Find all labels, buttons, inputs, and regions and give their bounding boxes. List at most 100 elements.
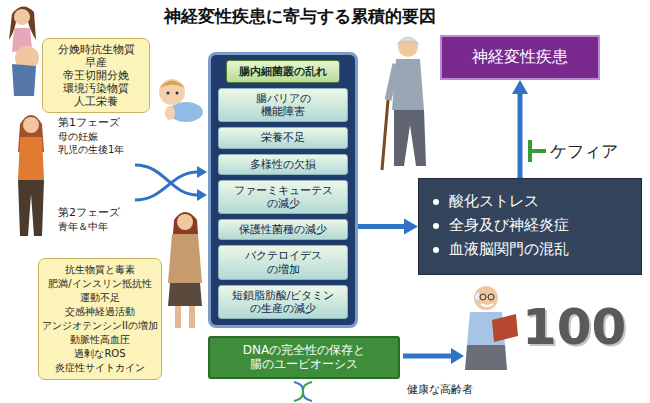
arrow-line <box>358 224 407 229</box>
head <box>159 79 185 105</box>
phase-note: 青年＆中年 <box>58 220 108 234</box>
dna-strand <box>294 382 312 401</box>
phase-arrow <box>135 172 198 200</box>
panel-heading: 腸内細菌叢の乱れ <box>226 60 340 83</box>
hair <box>474 292 480 302</box>
dysbiosis-box: ファーミキューテス の減少 <box>218 180 348 214</box>
factor-item: 交感神経過活動 <box>42 305 158 319</box>
hair <box>397 37 419 44</box>
bullet-dot <box>433 247 439 253</box>
arm <box>388 64 396 100</box>
elderly-man-with-cane <box>382 37 426 170</box>
arrow-head <box>451 348 464 364</box>
factor-item: 運動不足 <box>42 291 158 305</box>
bullet-dot <box>433 223 439 229</box>
factor-item: 帝王切開分娩 <box>46 69 146 82</box>
leg <box>175 306 181 328</box>
head <box>177 214 193 230</box>
kefir-inhibitor <box>530 140 546 162</box>
dysbiosis-box: 腸バリアの 機能障害 <box>218 88 348 122</box>
trousers <box>465 345 507 370</box>
top <box>18 137 44 180</box>
book <box>492 314 518 342</box>
factor-item: 炎症性サイトカイン <box>42 361 158 375</box>
dysbiosis-box: 短鎖脂肪酸/ビタミン の生産の減少 <box>218 285 348 319</box>
head <box>398 37 418 57</box>
arrow-head <box>404 219 418 235</box>
bullet-row: 酸化ストレス <box>433 192 631 211</box>
bullet-dot <box>433 199 439 205</box>
dysbiosis-box: バクテロイデス の増加 <box>218 245 348 279</box>
jacket <box>168 234 202 283</box>
mustache <box>481 304 493 306</box>
arrow-line <box>403 354 452 359</box>
factor-item: 早産 <box>46 56 146 69</box>
factor-item: 動脈性高血圧 <box>42 333 158 347</box>
flow-arrow <box>512 80 528 178</box>
arm <box>165 106 175 120</box>
bullet-text: 酸化ストレス <box>449 192 539 211</box>
mechanism-box: 酸化ストレス全身及び神経炎症血液脳関門の混乱 <box>418 178 642 275</box>
outcome-box: 神経変性疾患 <box>440 35 600 80</box>
arrow-line <box>518 91 523 178</box>
factor-item: 肥満/インスリン抵抗性 <box>42 277 158 291</box>
glasses <box>480 294 486 300</box>
factor-item: 人工栄養 <box>46 95 146 108</box>
factor-item: 抗生物質と毒素 <box>42 263 158 277</box>
head <box>23 117 39 133</box>
box-text: 神経変性疾患 <box>448 47 592 68</box>
bullet-text: 全身及び神経炎症 <box>449 216 569 235</box>
diagram-title: 神経変性疾患に寄与する累積的要因 <box>150 5 450 28</box>
inhibition-line <box>531 149 546 153</box>
hair <box>160 81 185 89</box>
dysbiosis-panel: 腸内細菌叢の乱れ腸バリアの 機能障害栄養不足多様性の欠損ファーミキューテス の減… <box>208 52 358 328</box>
healthy-arrow <box>403 348 464 364</box>
young-woman <box>18 115 44 236</box>
elderly-man-reading <box>465 286 518 370</box>
box-text: バクテロイデス の増加 <box>236 249 330 275</box>
factor-box: 抗生物質と毒素肥満/インスリン抵抗性運動不足交感神経過活動アンジオテンシンIIの… <box>38 258 162 380</box>
dysbiosis-box: 多様性の欠損 <box>218 154 348 175</box>
bullet-text: 血液脳関門の混乱 <box>449 240 569 259</box>
box-text: 栄養不足 <box>221 131 345 144</box>
factor-item: 環境汚染物質 <box>46 82 146 95</box>
arrow-label: 健康な高齢者 <box>407 382 473 397</box>
eye <box>176 92 179 95</box>
box-text: 保護性菌種の減少 <box>221 223 345 236</box>
arrow-head <box>512 80 528 94</box>
phase-label: 第1フェーズ <box>58 115 120 130</box>
phase-arrows <box>135 165 207 201</box>
dysbiosis-box: 栄養不足 <box>218 127 348 148</box>
factor-item: 分娩時抗生物質 <box>46 43 146 56</box>
arrow-head <box>197 166 207 178</box>
inhibition-bar <box>528 140 532 162</box>
glasses <box>488 294 494 300</box>
factor-item: 過剰なROS <box>42 347 158 361</box>
bullet-row: 血液脳関門の混乱 <box>433 240 631 259</box>
middle-aged-woman <box>168 212 202 328</box>
box-text: 多様性の欠損 <box>221 158 345 171</box>
age-number: 100 <box>522 302 626 352</box>
hair <box>173 212 198 234</box>
bullet-row: 全身及び神経炎症 <box>433 216 631 235</box>
leg <box>189 306 195 328</box>
box-text: 短鎖脂肪酸/ビタミン の生産の減少 <box>222 289 344 315</box>
eye <box>167 92 170 95</box>
box-text: DNAの完全性の保存と 腸のユービオーシス <box>229 343 379 372</box>
baby <box>159 79 203 122</box>
phase-label: 第2フェーズ <box>58 205 120 220</box>
pants <box>18 180 44 236</box>
arrow-head <box>197 189 207 201</box>
phase-note: 乳児の生後1年 <box>58 143 124 157</box>
cane <box>382 100 388 170</box>
dna-icon <box>294 382 312 401</box>
dysbiosis-box: 保護性菌種の減少 <box>218 219 348 240</box>
phase-arrow <box>135 165 198 195</box>
head <box>14 9 30 25</box>
factor-item: アンジオテンシンIIの増加 <box>42 319 158 333</box>
phase-note: 母の妊娠 <box>58 130 98 144</box>
box-text: ファーミキューテス の減少 <box>226 184 340 210</box>
dna-strand <box>294 382 312 401</box>
skirt <box>168 283 202 306</box>
